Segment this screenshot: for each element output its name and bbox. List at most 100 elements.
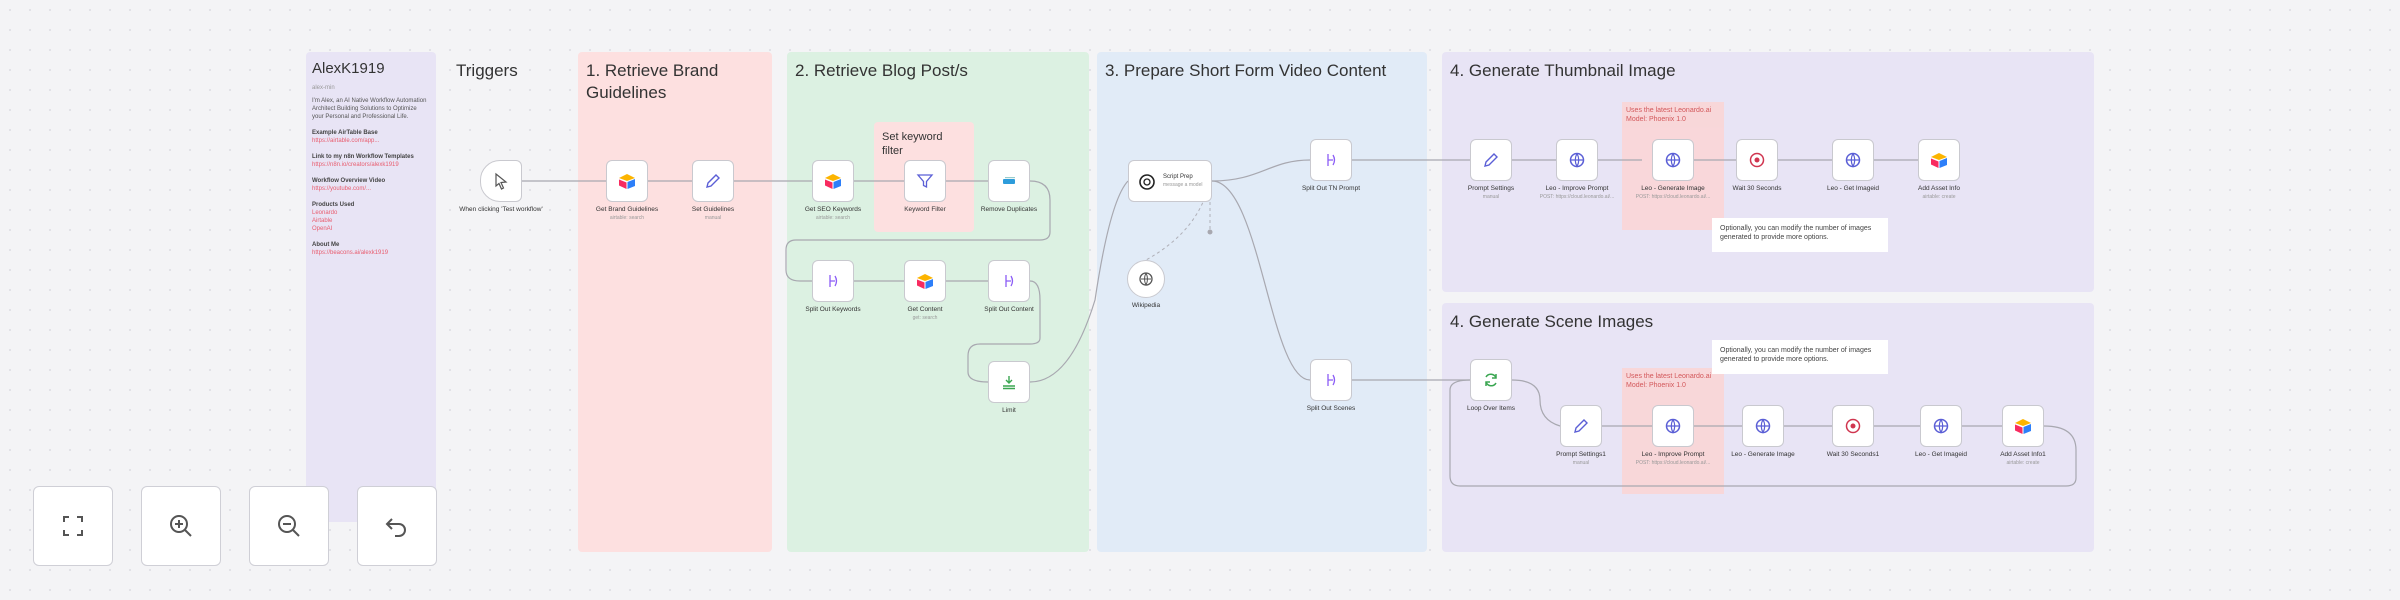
airtable-node[interactable] [1918,139,1960,181]
product-link[interactable]: OpenAI [312,226,333,232]
http-request-node[interactable] [1556,139,1598,181]
split-out-node[interactable] [1310,359,1352,401]
reset-zoom-button[interactable] [357,486,437,566]
section-title: About Me [312,242,340,248]
split-out-node[interactable] [812,260,854,302]
split-icon [1327,154,1336,166]
node-label: Loop Over Items [1466,405,1516,412]
http-request-node[interactable] [1920,405,1962,447]
scene-note[interactable]: Optionally, you can modify the number of… [1712,340,1888,374]
http-request-node[interactable] [1652,405,1694,447]
zoom-out-button[interactable] [249,486,329,566]
pencil-icon [706,174,720,188]
http-request-node[interactable] [1832,139,1874,181]
product-link[interactable]: Leonardo [312,210,338,216]
zoom-in-icon [170,515,192,537]
split-out-node[interactable] [988,260,1030,302]
pencil-icon [1574,419,1588,433]
globe-icon [1569,152,1585,168]
filter-icon [916,174,934,189]
airtable-node[interactable] [904,260,946,302]
airtable-link[interactable]: https://airtable.com/app... [312,138,380,144]
triggers-sticky[interactable]: Triggers [448,52,568,522]
remove-duplicates-node[interactable] [988,160,1030,202]
section-title: 4. Generate Thumbnail Image [1450,61,1676,80]
section-title: Workflow Overview Video [312,178,386,184]
author-bio: I'm Alex, an AI Native Workflow Automati… [312,98,427,120]
pencil-icon [1484,153,1498,167]
product-link[interactable]: Airtable [312,218,333,224]
manual-trigger-node[interactable] [480,160,522,202]
set-node[interactable] [1560,405,1602,447]
airtable-node[interactable] [812,160,854,202]
node-label: Wikipedia [1131,302,1161,309]
about-link[interactable]: https://beacons.ai/alexk1919 [312,250,389,256]
video-link[interactable]: https://youtube.com/... [312,186,372,192]
section-title: 1. Retrieve Brand Guidelines [586,61,719,102]
node-label: Split Out Content [984,306,1034,313]
globe-icon [1933,418,1949,434]
set-node[interactable] [692,160,734,202]
http-request-node[interactable] [1742,405,1784,447]
duplicate-icon [1003,177,1015,184]
section-title: Example AirTable Base [312,130,378,136]
templates-link[interactable]: https://n8n.io/creators/alexk1919 [312,162,399,168]
node-label: Remove Duplicates [980,206,1038,213]
blog-sticky[interactable]: 2. Retrieve Blog Post/s [787,52,1089,552]
limit-node[interactable] [988,361,1030,403]
zoom-out-icon [278,515,300,537]
author-name: AlexK1919 [312,60,385,77]
section-title: Link to my n8n Workflow Templates [312,154,414,160]
wikipedia-node[interactable] [1127,260,1165,298]
node-label: When clicking 'Test workflow' [459,206,543,213]
split-icon [1327,374,1336,386]
http-request-node[interactable] [1652,139,1694,181]
wait-node[interactable] [1736,139,1778,181]
airtable-icon [917,274,933,289]
wait-node[interactable] [1832,405,1874,447]
fit-view-button[interactable] [33,486,113,566]
sticky-text: Uses the latest Leonardo.ai Model: Phoen… [1626,373,1712,389]
globe-icon [1665,418,1681,434]
node-label: Split Out TN Prompt [1301,185,1361,192]
section-title: 3. Prepare Short Form Video Content [1105,61,1387,80]
cursor-icon [495,172,508,190]
airtable-node[interactable] [606,160,648,202]
node-label: Leo - Generate Image [1731,451,1795,458]
node-label: Leo - Get Imageid [1914,451,1968,458]
fit-view-icon [63,516,83,536]
author-sticky-note[interactable]: AlexK1919 alex-min I'm Alex, an AI Nativ… [306,52,436,522]
airtable-icon [619,174,635,189]
split-out-node[interactable] [1310,139,1352,181]
set-node[interactable] [1470,139,1512,181]
section-title: Products Used [312,202,355,208]
loop-icon [1485,373,1497,387]
node-label: Leo - Get Imageid [1826,185,1880,192]
split-icon [829,275,838,287]
section-title: Triggers [456,61,518,80]
thumb-note[interactable]: Optionally, you can modify the number of… [1712,218,1888,252]
globe-icon [1755,418,1771,434]
pause-icon [1845,418,1861,434]
split-icon [1005,275,1014,287]
airtable-node[interactable] [2002,405,2044,447]
node-label: Limit [1002,407,1016,414]
brand-sticky[interactable]: 1. Retrieve Brand Guidelines [578,52,772,552]
zoom-in-button[interactable] [141,486,221,566]
airtable-icon [1931,153,1947,168]
video-sticky[interactable]: 3. Prepare Short Form Video Content [1097,52,1427,552]
loop-node[interactable] [1470,359,1512,401]
openai-icon [1139,174,1155,190]
globe-icon [1845,152,1861,168]
filter-node[interactable] [904,160,946,202]
undo-icon [385,518,406,537]
